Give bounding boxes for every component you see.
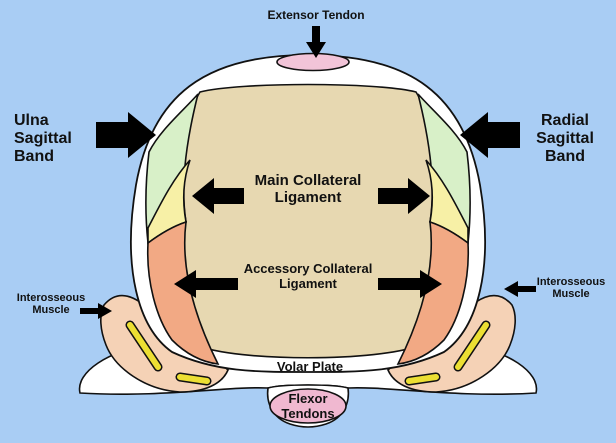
label-flexor-tendons: Flexor Tendons [270,392,346,421]
label-interosseous-left: Interosseous Muscle [6,292,96,317]
extensor-tendon [277,54,349,71]
metacarpal-head [175,85,442,358]
label-extensor-tendon: Extensor Tendon [258,9,374,22]
muscle-fibre [180,377,207,381]
muscle-fibre [409,377,436,381]
label-ulna-sagittal-band: Ulna Sagittal Band [14,112,94,166]
label-main-collateral-ligament: Main Collateral Ligament [238,173,378,207]
label-accessory-collateral-ligament: Accessory Collateral Ligament [228,262,388,291]
label-interosseous-right: Interosseous Muscle [528,276,614,301]
label-radial-sagittal-band: Radial Sagittal Band [526,112,604,166]
label-volar-plate: Volar Plate [270,360,350,375]
